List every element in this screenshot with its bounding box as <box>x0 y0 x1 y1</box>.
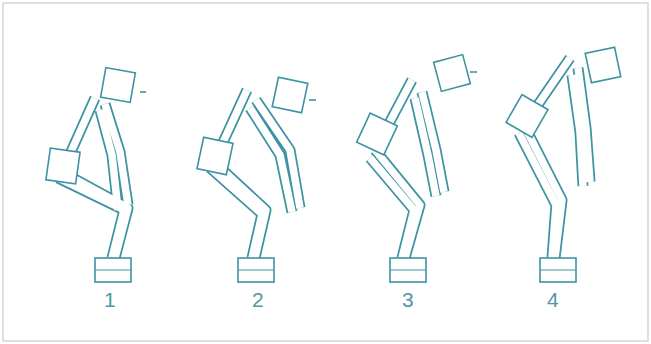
nose-tick <box>470 71 477 73</box>
hip-block <box>357 113 398 155</box>
foot <box>390 258 426 282</box>
head <box>272 77 308 113</box>
nose-tick <box>309 99 316 101</box>
body-parts <box>46 47 621 282</box>
hip-block <box>506 95 548 138</box>
limb-outlines <box>58 58 590 258</box>
head <box>434 55 471 92</box>
image-frame <box>3 3 648 341</box>
foot-lines <box>95 270 576 271</box>
figure-number: 1 <box>104 288 116 312</box>
head <box>101 68 136 103</box>
nose-tick <box>140 91 146 93</box>
hip-block <box>46 148 80 184</box>
foot <box>238 258 274 282</box>
hip-block <box>197 137 233 175</box>
figure-number: 2 <box>252 288 264 312</box>
limb-fill <box>58 58 590 258</box>
figure-number: 3 <box>402 288 414 312</box>
foot <box>540 258 576 282</box>
figure-number: 4 <box>547 288 559 312</box>
head <box>585 47 621 83</box>
foot <box>95 258 131 282</box>
